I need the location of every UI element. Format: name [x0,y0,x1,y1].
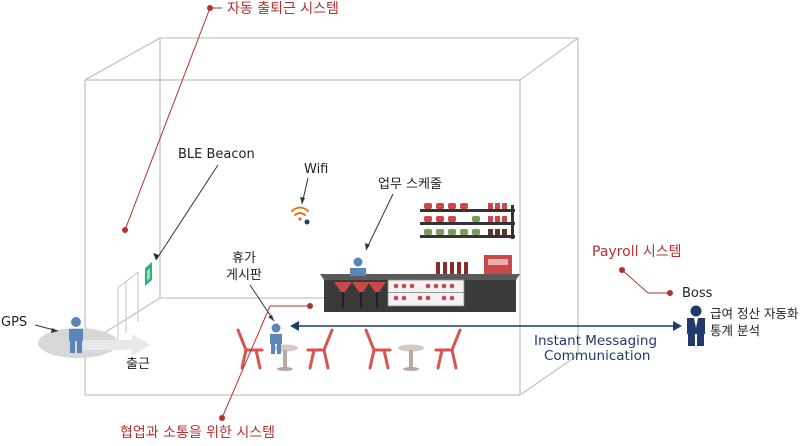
wall-shelves [420,203,515,239]
person-icon [69,317,83,353]
label-wifi: Wifi [304,162,328,177]
label-im-line2: Communication [544,348,650,364]
wifi-icon [291,206,310,225]
label-payroll-system: Payroll 시스템 [592,244,682,260]
cafe-counter [320,274,520,312]
label-auto-attendance-system: 자동 출퇴근 시스템 [227,1,339,17]
coffee-machine [484,255,512,275]
label-vacation-line2: 게시판 [226,268,262,283]
table-set-right [364,328,462,371]
table-set-left [236,328,334,371]
label-boss: Boss [682,286,713,301]
label-gps: GPS [1,315,27,330]
label-boss-desc-line1: 급여 정산 자동화 [710,306,799,321]
leader-lines [34,5,673,421]
label-boss-desc-line2: 통계 분석 [710,323,760,338]
label-collaboration-system: 협업과 소통을 위한 시스템 [120,425,275,441]
boss-icon [687,305,705,346]
label-vacation-line1: 휴가 [232,251,256,266]
double-arrow-icon [290,321,682,331]
counter-bottles [436,262,468,274]
label-ble-beacon: BLE Beacon [178,147,255,162]
label-work-schedule: 업무 스케줄 [378,177,442,192]
ble-beacon-icon [145,262,152,286]
glass-door [117,271,139,340]
person-icon [270,323,282,354]
gps-zone [38,328,150,358]
label-im-line1: Instant Messaging [534,333,657,349]
person-icon [350,257,366,276]
label-commute: 출근 [126,357,150,372]
